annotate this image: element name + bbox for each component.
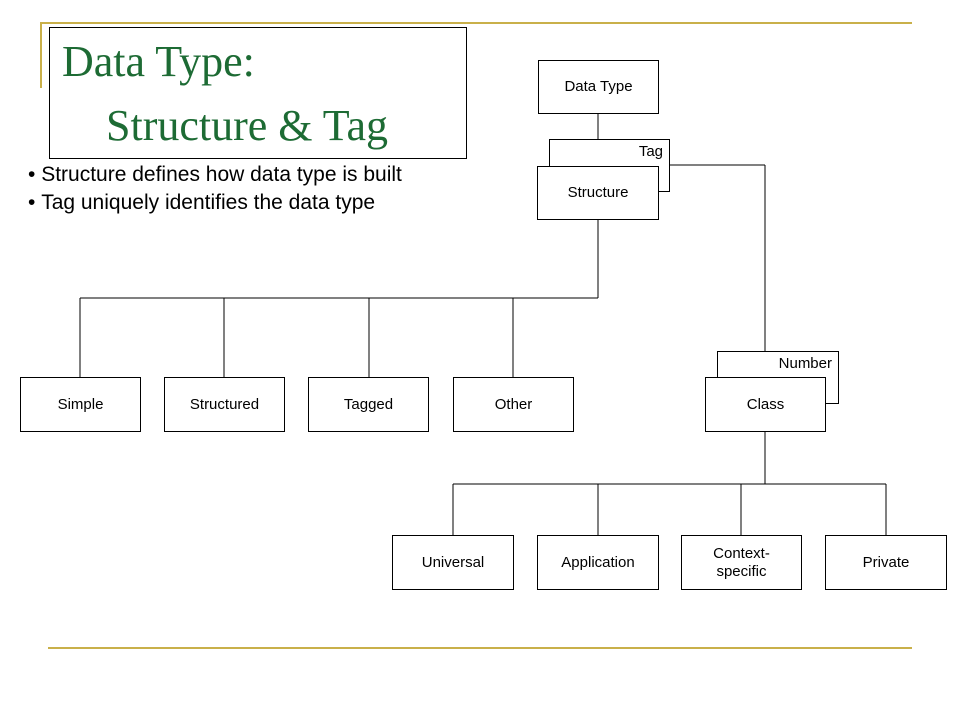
page-subtitle: Structure & Tag [106, 101, 389, 150]
bottom-rule [48, 647, 912, 649]
universal-node: Universal [392, 535, 514, 590]
structure-node: Structure [537, 166, 659, 220]
application-node: Application [537, 535, 659, 590]
bullet-structure: Structure defines how data type is built [28, 161, 402, 189]
page-title: Data Type: [62, 37, 255, 86]
simple-node: Simple [20, 377, 141, 432]
private-node: Private [825, 535, 947, 590]
other-node: Other [453, 377, 574, 432]
data-type-node: Data Type [538, 60, 659, 114]
tagged-node: Tagged [308, 377, 429, 432]
bullet-list: Structure defines how data type is built… [28, 161, 402, 217]
context-specific-node: Context- specific [681, 535, 802, 590]
structured-node: Structured [164, 377, 285, 432]
top-rule [40, 22, 912, 24]
bullet-tag: Tag uniquely identifies the data type [28, 189, 402, 217]
class-node: Class [705, 377, 826, 432]
title-box: Data Type: Structure & Tag [49, 27, 467, 159]
left-rule [40, 22, 42, 88]
